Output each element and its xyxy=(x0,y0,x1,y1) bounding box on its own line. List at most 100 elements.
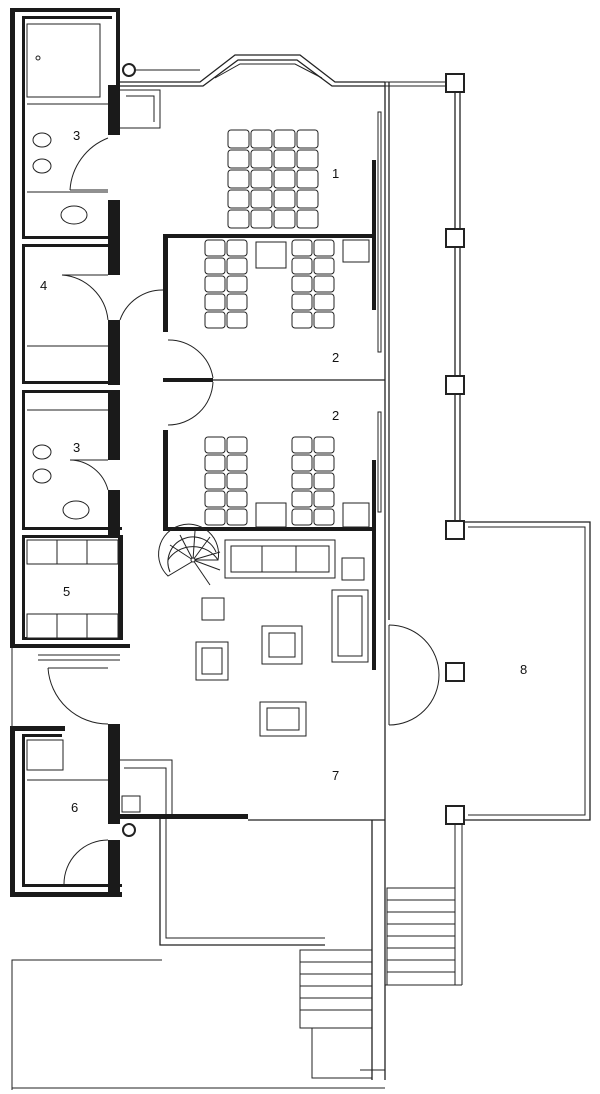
cushion xyxy=(250,209,273,229)
room-label-5: 5 xyxy=(63,584,70,599)
column xyxy=(445,805,465,825)
column xyxy=(445,520,465,540)
cushion xyxy=(226,239,248,257)
cushion xyxy=(291,472,313,490)
bidet-icon xyxy=(32,158,52,174)
cushion xyxy=(273,149,296,169)
cushion xyxy=(291,275,313,293)
cushion xyxy=(227,149,250,169)
cushion xyxy=(204,311,226,329)
kitchen-counter xyxy=(26,539,119,639)
column-round xyxy=(122,823,136,837)
cushion xyxy=(313,490,335,508)
nightstand xyxy=(342,502,370,528)
room-label-2b: 2 xyxy=(332,408,339,423)
shower xyxy=(26,23,101,98)
room-label-2a: 2 xyxy=(332,350,339,365)
room-label-3b: 3 xyxy=(73,440,80,455)
cushion xyxy=(204,275,226,293)
cushion xyxy=(291,490,313,508)
cushion xyxy=(296,129,319,149)
cushion xyxy=(291,293,313,311)
shower-head-icon xyxy=(35,55,41,61)
column xyxy=(445,228,465,248)
side-table xyxy=(341,557,365,581)
toilet-icon xyxy=(32,132,52,148)
cushion xyxy=(204,508,226,526)
spiral-staircase xyxy=(158,523,221,586)
sofa xyxy=(331,589,369,663)
cushion xyxy=(227,209,250,229)
sink-icon xyxy=(60,205,88,225)
bed xyxy=(291,436,335,526)
room-label-1: 1 xyxy=(332,166,339,181)
cushion xyxy=(204,239,226,257)
sink-icon xyxy=(62,500,90,520)
bed xyxy=(204,239,248,329)
nightstand xyxy=(255,502,287,528)
cushion xyxy=(226,275,248,293)
room-label-7: 7 xyxy=(332,768,339,783)
cushion xyxy=(226,454,248,472)
bidet-icon xyxy=(32,468,52,484)
cushion xyxy=(273,129,296,149)
cushion xyxy=(226,508,248,526)
cushion xyxy=(204,454,226,472)
bed xyxy=(291,239,335,329)
cushion xyxy=(227,129,250,149)
cushion xyxy=(204,436,226,454)
column xyxy=(445,375,465,395)
cushion xyxy=(291,239,313,257)
nightstand xyxy=(342,239,370,263)
cushion xyxy=(226,436,248,454)
cushion xyxy=(226,293,248,311)
cushion xyxy=(273,209,296,229)
doors xyxy=(38,137,440,885)
cushion xyxy=(313,454,335,472)
cushion xyxy=(273,169,296,189)
cushion xyxy=(204,490,226,508)
cushion xyxy=(291,508,313,526)
cushion xyxy=(296,149,319,169)
cushion xyxy=(313,239,335,257)
cushion xyxy=(227,189,250,209)
cushion xyxy=(204,293,226,311)
cushion xyxy=(313,508,335,526)
column-round xyxy=(122,63,136,77)
cushion xyxy=(296,189,319,209)
cushion xyxy=(313,311,335,329)
room-label-8: 8 xyxy=(520,662,527,677)
cushion xyxy=(313,472,335,490)
bathroom-fixtures xyxy=(26,23,108,520)
cushion xyxy=(291,257,313,275)
cushion xyxy=(313,257,335,275)
cushion xyxy=(273,189,296,209)
cushion xyxy=(250,189,273,209)
cushion xyxy=(226,472,248,490)
cushion xyxy=(296,209,319,229)
toilet-icon xyxy=(32,444,52,460)
cushion xyxy=(291,454,313,472)
cushion xyxy=(250,129,273,149)
room-label-3a: 3 xyxy=(73,128,80,143)
cushion xyxy=(227,169,250,189)
pouf xyxy=(201,597,225,621)
laundry-fixtures xyxy=(26,739,108,781)
cushion xyxy=(250,169,273,189)
furniture xyxy=(158,129,370,737)
cushion xyxy=(313,436,335,454)
seating-group xyxy=(227,129,319,229)
room-label-4: 4 xyxy=(40,278,47,293)
cushion xyxy=(296,169,319,189)
cushion xyxy=(313,275,335,293)
cushion xyxy=(204,257,226,275)
room-labels: 1 2 2 3 3 4 5 6 7 8 xyxy=(40,128,527,815)
cushion xyxy=(226,490,248,508)
cushion xyxy=(204,472,226,490)
cushion xyxy=(291,436,313,454)
cushion xyxy=(250,149,273,169)
cushion xyxy=(313,293,335,311)
coffee-table xyxy=(261,625,303,665)
interior-partitions xyxy=(11,89,386,1090)
